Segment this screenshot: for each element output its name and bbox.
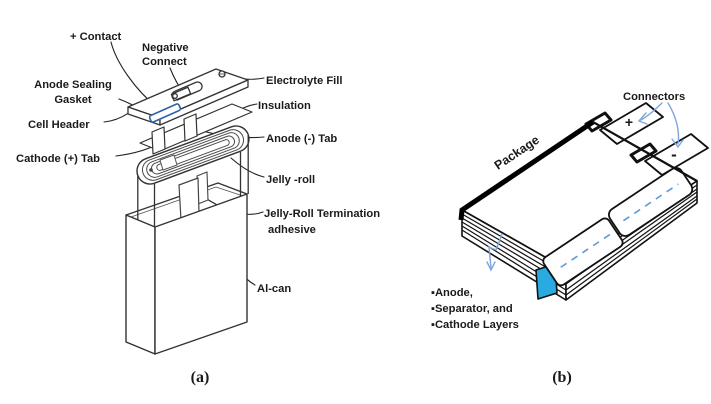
label-jelly-roll: Jelly -roll bbox=[266, 174, 315, 186]
leader-jelly-roll bbox=[230, 157, 265, 178]
header-side-front bbox=[159, 79, 249, 126]
connector-arrow-line bbox=[640, 102, 663, 121]
winding-ring bbox=[142, 129, 244, 181]
winding-center-dot bbox=[149, 168, 153, 172]
seal-flap bbox=[542, 166, 694, 287]
cell-header-plate bbox=[127, 68, 249, 126]
anode-tab-shape bbox=[183, 113, 198, 142]
label-cathode-tab: Cathode (+) Tab bbox=[16, 153, 100, 165]
leader-cell-header bbox=[103, 111, 131, 123]
can-rim-outer bbox=[125, 182, 248, 216]
label-electrolyte-fill: Electrolyte Fill bbox=[266, 75, 342, 87]
panel-b-caption: (b) bbox=[552, 369, 572, 386]
label-negative-connect-1: Negative bbox=[142, 42, 189, 54]
layers-arrow bbox=[486, 233, 503, 272]
al-can-shape bbox=[125, 193, 248, 355]
al-can-far-rim bbox=[125, 182, 248, 218]
connector-arrow-line bbox=[667, 102, 680, 145]
label-anode-gasket-2: Gasket bbox=[54, 94, 92, 106]
package-edge-right bbox=[592, 121, 698, 182]
winding-tab-patch bbox=[159, 154, 178, 171]
connectors-arrows bbox=[637, 102, 684, 149]
jelly-roll-windings bbox=[142, 129, 244, 181]
panel-b: Connectors Package + - ▪Anode, ▪Separato… bbox=[431, 91, 709, 386]
jelly-roll-shape bbox=[136, 125, 250, 227]
jelly-roll-body-edges bbox=[137, 135, 249, 227]
negative-connect-rivet bbox=[172, 93, 178, 99]
winding-ring bbox=[151, 135, 235, 175]
can-rim-inner bbox=[130, 186, 244, 218]
panel-a: + Contact Negative Connect Anode Sealing… bbox=[16, 31, 380, 386]
label-layers-1: ▪Anode, bbox=[431, 287, 473, 299]
label-insulation: Insulation bbox=[258, 100, 311, 112]
label-plus-contact: + Contact bbox=[70, 31, 122, 43]
layers-arrow-line bbox=[488, 233, 503, 269]
label-layers-2: ▪Separator, and bbox=[431, 303, 513, 315]
panel-a-labels: + Contact Negative Connect Anode Sealing… bbox=[16, 31, 380, 386]
label-anode-gasket-1: Anode Sealing bbox=[34, 79, 112, 91]
connector-arrowhead bbox=[671, 138, 684, 149]
label-connectors: Connectors bbox=[623, 91, 685, 103]
label-termination-2: adhesive bbox=[268, 224, 316, 236]
minus-tab-seal bbox=[629, 142, 658, 164]
anode-gasket-highlight bbox=[148, 103, 182, 123]
plus-sign: + bbox=[625, 114, 633, 130]
flap-right-segment bbox=[608, 166, 694, 237]
can-face-front bbox=[154, 193, 248, 355]
label-cell-header: Cell Header bbox=[28, 119, 90, 131]
label-termination-1: Jelly-Roll Termination bbox=[264, 208, 380, 220]
panel-a-caption: (a) bbox=[191, 369, 210, 386]
label-al-can: Al-can bbox=[257, 283, 291, 295]
winding-ring bbox=[156, 139, 230, 171]
dash-segment bbox=[560, 232, 613, 268]
can-face-left bbox=[125, 214, 156, 355]
plus-tab-seal bbox=[584, 111, 613, 133]
layer-stripe bbox=[565, 198, 698, 296]
label-negative-connect-2: Connect bbox=[142, 56, 187, 68]
cathode-tab-shape bbox=[151, 126, 166, 155]
layer-stripe bbox=[565, 195, 698, 291]
label-anode-tab: Anode (-) Tab bbox=[266, 133, 337, 145]
connector-arrowhead bbox=[637, 112, 648, 125]
connector-tabs bbox=[584, 102, 709, 176]
winding-ring bbox=[146, 132, 240, 178]
label-layers-3: ▪Cathode Layers bbox=[431, 319, 519, 331]
minus-sign: - bbox=[671, 145, 677, 164]
package-edge-thick bbox=[458, 119, 595, 221]
layers-arrowhead bbox=[486, 261, 496, 272]
